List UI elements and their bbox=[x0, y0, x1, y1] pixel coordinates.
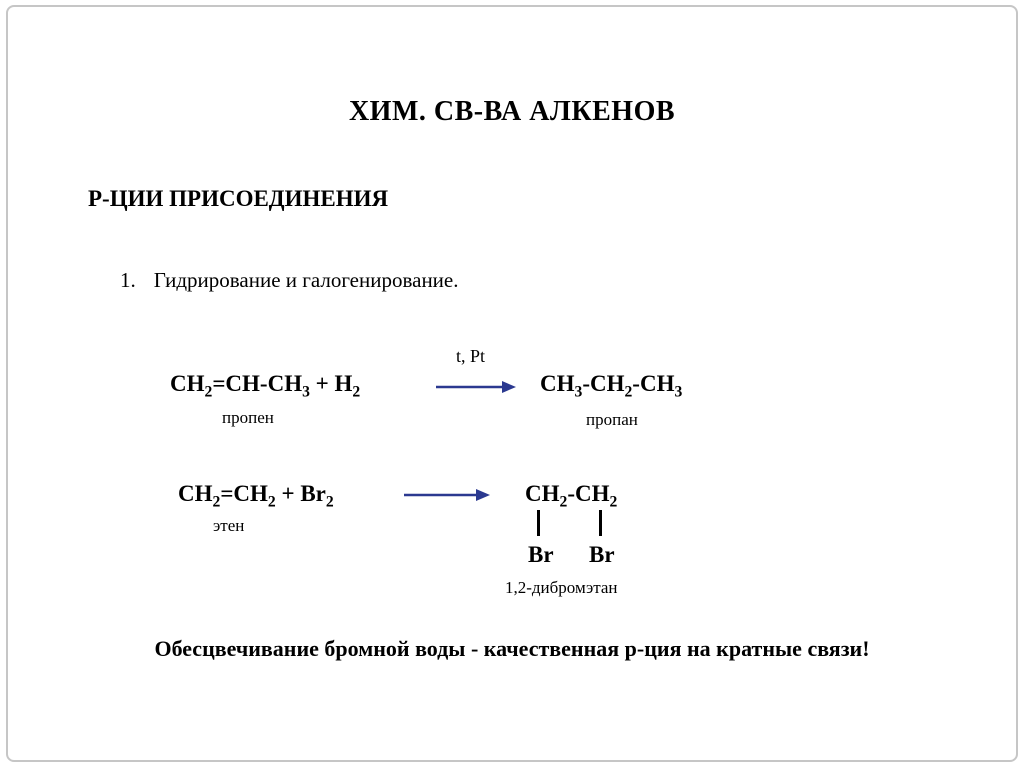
reaction2-substituent-1: Br bbox=[528, 542, 554, 567]
footer-note: Обесцвечивание бромной воды - качественн… bbox=[154, 636, 870, 661]
reaction1-product-label: пропан bbox=[586, 410, 638, 429]
bond-line-1 bbox=[537, 510, 540, 536]
reaction2-reactant-label: этен bbox=[213, 516, 245, 535]
reaction2-product: CH2-CH2 bbox=[525, 481, 618, 511]
list-item-1: 1. Гидрирование и галогенирование. bbox=[120, 268, 459, 293]
slide-title: ХИМ. СВ-ВА АЛКЕНОВ bbox=[348, 96, 676, 127]
bond-line-2 bbox=[599, 510, 602, 536]
reaction1-condition: t, Pt bbox=[456, 346, 486, 366]
reaction2-substituent-2: Br bbox=[589, 542, 615, 567]
reaction2-product-label: 1,2-дибромэтан bbox=[505, 578, 618, 597]
section-heading: Р-ЦИИ ПРИСОЕДИНЕНИЯ bbox=[88, 186, 389, 211]
reaction1-reactant-label: пропен bbox=[222, 408, 274, 427]
reaction1-product: CH3-CH2-CH3 bbox=[540, 371, 683, 401]
reaction2-reactants: CH2=CH2 + Br2 bbox=[178, 481, 334, 511]
list-item-number: 1. bbox=[120, 268, 136, 292]
reaction1-arrow-icon bbox=[436, 381, 516, 393]
list-item-text: Гидрирование и галогенирование. bbox=[153, 268, 459, 292]
reaction2-arrow-icon bbox=[404, 489, 490, 501]
reaction1-reactants: CH2=CH-CH3 + H2 bbox=[170, 371, 361, 401]
